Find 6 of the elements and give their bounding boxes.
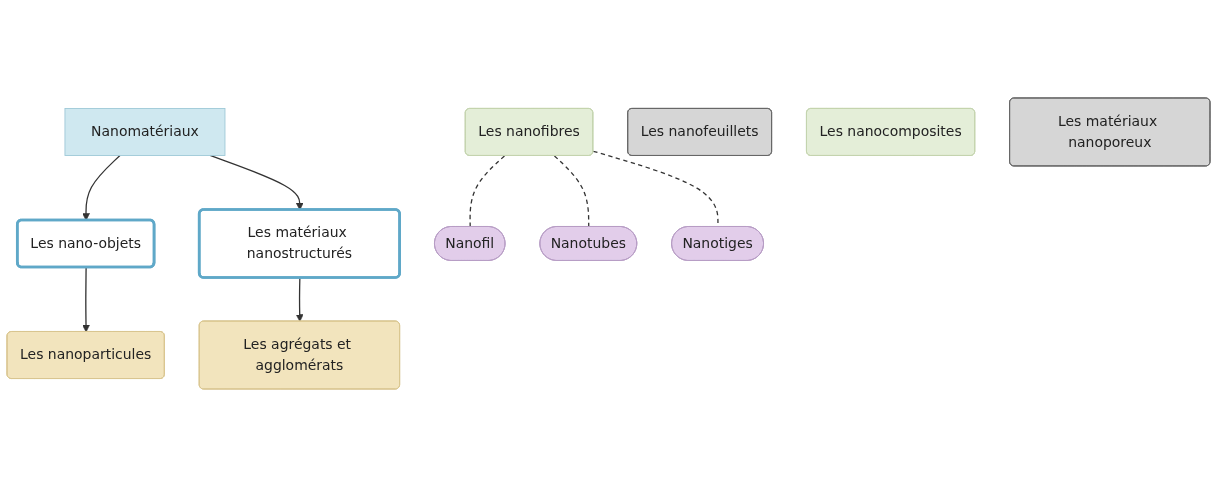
arrow (82, 266, 90, 332)
connector (469, 154, 506, 228)
arrow (295, 276, 304, 322)
connector (553, 154, 590, 228)
arrow (209, 154, 304, 210)
node-box: Nanomatériaux (64, 107, 226, 156)
